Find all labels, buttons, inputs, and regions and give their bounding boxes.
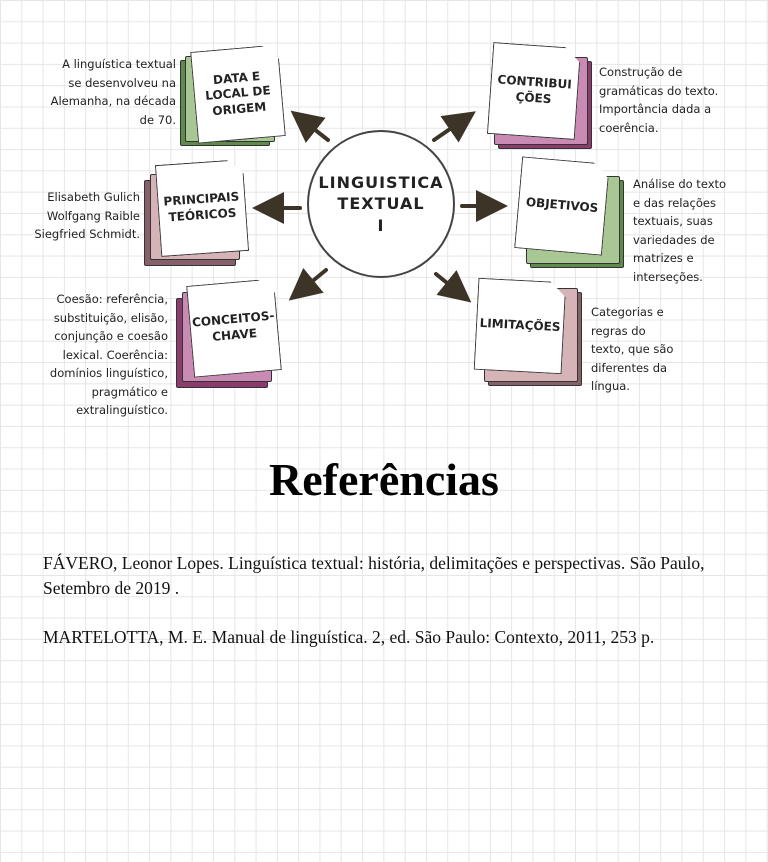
desc-limitacoes: Categorias e regras do texto, que são di… [591, 305, 674, 393]
node-contribuicoes: CONTRIBUI ÇÕES [488, 45, 592, 149]
center-line-1: LINGUISTICA [318, 172, 444, 192]
node-data-origem: DATA E LOCAL DE ORIGEM [180, 48, 284, 146]
node-conceitos-chave: CONCEITOS- CHAVE [176, 282, 280, 388]
arrow-bottom-right [434, 269, 472, 303]
reference-item-2: MARTELOTTA, M. E. Manual de linguística.… [43, 627, 655, 647]
center-topic: LINGUISTICA TEXTUAL I [307, 130, 455, 278]
arrow-top-right [432, 111, 476, 143]
node-objetivos: OBJETIVOS [516, 160, 624, 268]
desc-contribuicoes: Construção de gramáticas do texto. Impor… [599, 65, 719, 135]
desc-principais-teoricos: Elisabeth Gulich Wolfgang Raible Siegfri… [34, 190, 140, 241]
desc-data-origem: A linguística textual se desenvolveu na … [50, 57, 176, 127]
node-principais-teoricos: PRINCIPAIS TEÓRICOS [144, 162, 248, 266]
desc-objetivos: Análise do texto e das relações textuais… [633, 177, 727, 284]
desc-conceitos-chave: Coesão: referência, substituição, elisão… [49, 292, 168, 417]
node-data-origem-label: DATA E LOCAL DE ORIGEM [204, 68, 272, 119]
node-conceitos-chave-label: CONCEITOS- CHAVE [191, 308, 275, 344]
node-objetivos-label: OBJETIVOS [525, 195, 599, 216]
references-title: Referências [269, 454, 499, 505]
node-principais-teoricos-label: PRINCIPAIS TEÓRICOS [163, 189, 240, 225]
reference-item-1: FÁVERO, Leonor Lopes. Linguística textua… [43, 553, 705, 598]
node-limitacoes: LIMITAÇÕES [474, 280, 582, 386]
center-line-3: I [377, 215, 385, 235]
arrow-bottom-left [288, 267, 328, 301]
arrow-top-left [290, 110, 330, 143]
center-line-2: TEXTUAL [337, 194, 425, 214]
node-limitacoes-label: LIMITAÇÕES [479, 316, 561, 335]
node-contribuicoes-label: CONTRIBUI ÇÕES [497, 72, 573, 107]
